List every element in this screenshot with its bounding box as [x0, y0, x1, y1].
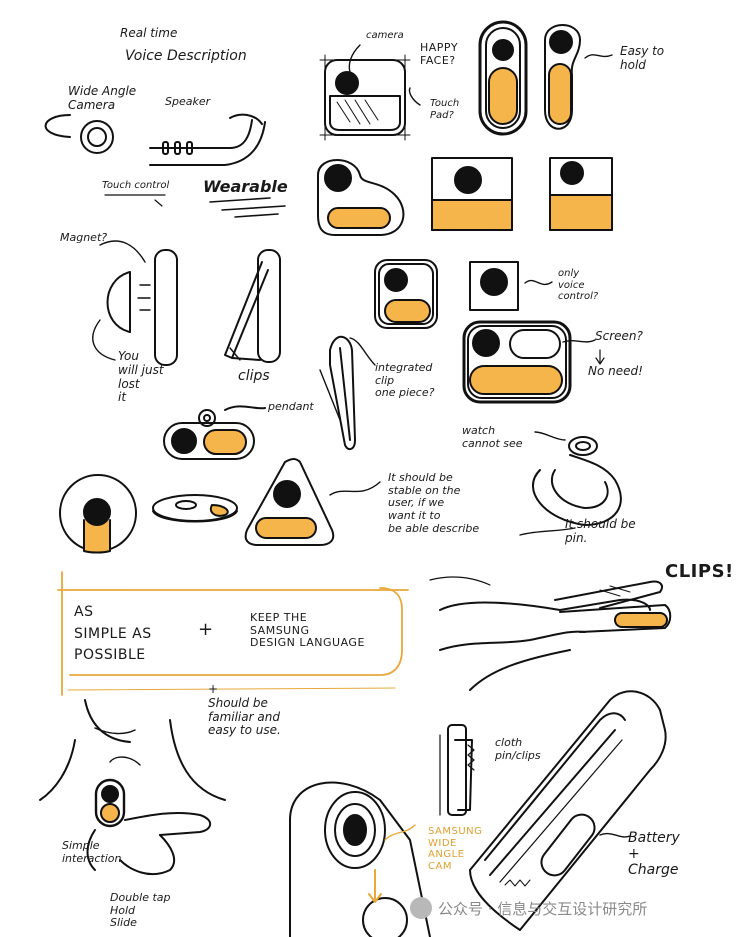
square-touchpad-sketch [319, 44, 421, 141]
clip-device-perspective-sketch [469, 690, 667, 931]
pendant-sketch [163, 405, 266, 460]
camera-closeup-sketch [289, 781, 431, 937]
note-only-voice-control: only voice control? [558, 268, 599, 302]
note-camera: camera [366, 30, 404, 41]
integrated-clip-sketch [319, 335, 376, 451]
note-wide-angle-camera: Wide Angle Camera [68, 84, 137, 112]
voice-square-sketch [469, 261, 553, 311]
note-stable-on-user: It should be stable on the user, if we w… [388, 471, 480, 535]
ring-device-sketch [519, 431, 622, 536]
triangle-device-sketch [244, 458, 381, 546]
screen-device-sketch [462, 320, 605, 404]
note-wearable: Wearable [203, 177, 288, 196]
note-keep-samsung-design: KEEP THE SAMSUNG DESIGN LANGUAGE [250, 611, 365, 650]
note-should-be-familiar: + Should be familiar and easy to use. [208, 682, 281, 738]
blob-device-sketch [317, 159, 405, 236]
note-double-tap-hold-slide: Double tap Hold Slide [110, 891, 171, 930]
clip-side-sketch [224, 249, 281, 363]
speaker-bar-sketch [149, 113, 266, 166]
round-device-sketch [59, 474, 137, 554]
note-watch-cannot-see: watch cannot see [462, 424, 523, 450]
box-half-fill-2-sketch [549, 157, 613, 231]
camera-ring-sketch [44, 114, 114, 154]
note-battery-charge: Battery + Charge [628, 830, 680, 879]
note-pendant: pendant [268, 400, 314, 413]
note-no-need: No need! [588, 364, 643, 378]
note-happy-face: HAPPY FACE? [420, 41, 459, 67]
person-neck-sketch [39, 699, 226, 876]
note-clips: clips [238, 368, 270, 384]
note-speaker: Speaker [165, 95, 211, 108]
note-simple-interaction: Simple interaction [62, 839, 122, 865]
note-touch-pad: Touch Pad? [430, 98, 460, 121]
note-voice-description: Voice Description [125, 48, 247, 64]
note-plus: + [198, 619, 214, 640]
note-you-will-just-lost-it: You will just lost it [118, 349, 164, 405]
disc-device-sketch [152, 494, 238, 523]
note-clips-big: CLIPS! [665, 561, 734, 582]
peanut-device-sketch [544, 24, 613, 130]
note-as-simple-as-possible: AS SIMPLE AS POSSIBLE [74, 604, 152, 664]
wechat-icon [410, 897, 432, 919]
note-it-should-be-pin: It should be pin. [565, 517, 636, 545]
note-touch-control: Touch control [102, 180, 170, 191]
note-samsung-wide-angle-cam: SAMSUNG WIDE ANGLE CAM [428, 826, 483, 872]
rounded-square-sketch [374, 259, 438, 329]
watermark: 公众号 · 信息与交互设计研究所 [410, 897, 647, 919]
principles-box [57, 571, 409, 696]
magnet-device-sketch [92, 240, 178, 366]
note-integrated-clip: integrated clip one piece? [375, 361, 435, 400]
clip-hand-sketch [429, 576, 672, 691]
watermark-text: 公众号 · 信息与交互设计研究所 [438, 899, 648, 918]
box-half-fill-sketch [431, 157, 513, 231]
cloth-pin-sketch [439, 724, 475, 816]
note-cloth-pin: cloth pin/clips [495, 736, 541, 762]
note-magnet: Magnet? [60, 231, 108, 244]
note-real-time: Real time [120, 26, 178, 40]
note-easy-to-hold: Easy to hold [620, 44, 665, 72]
note-screen: Screen? [595, 329, 643, 343]
pill-device-sketch [478, 20, 528, 136]
